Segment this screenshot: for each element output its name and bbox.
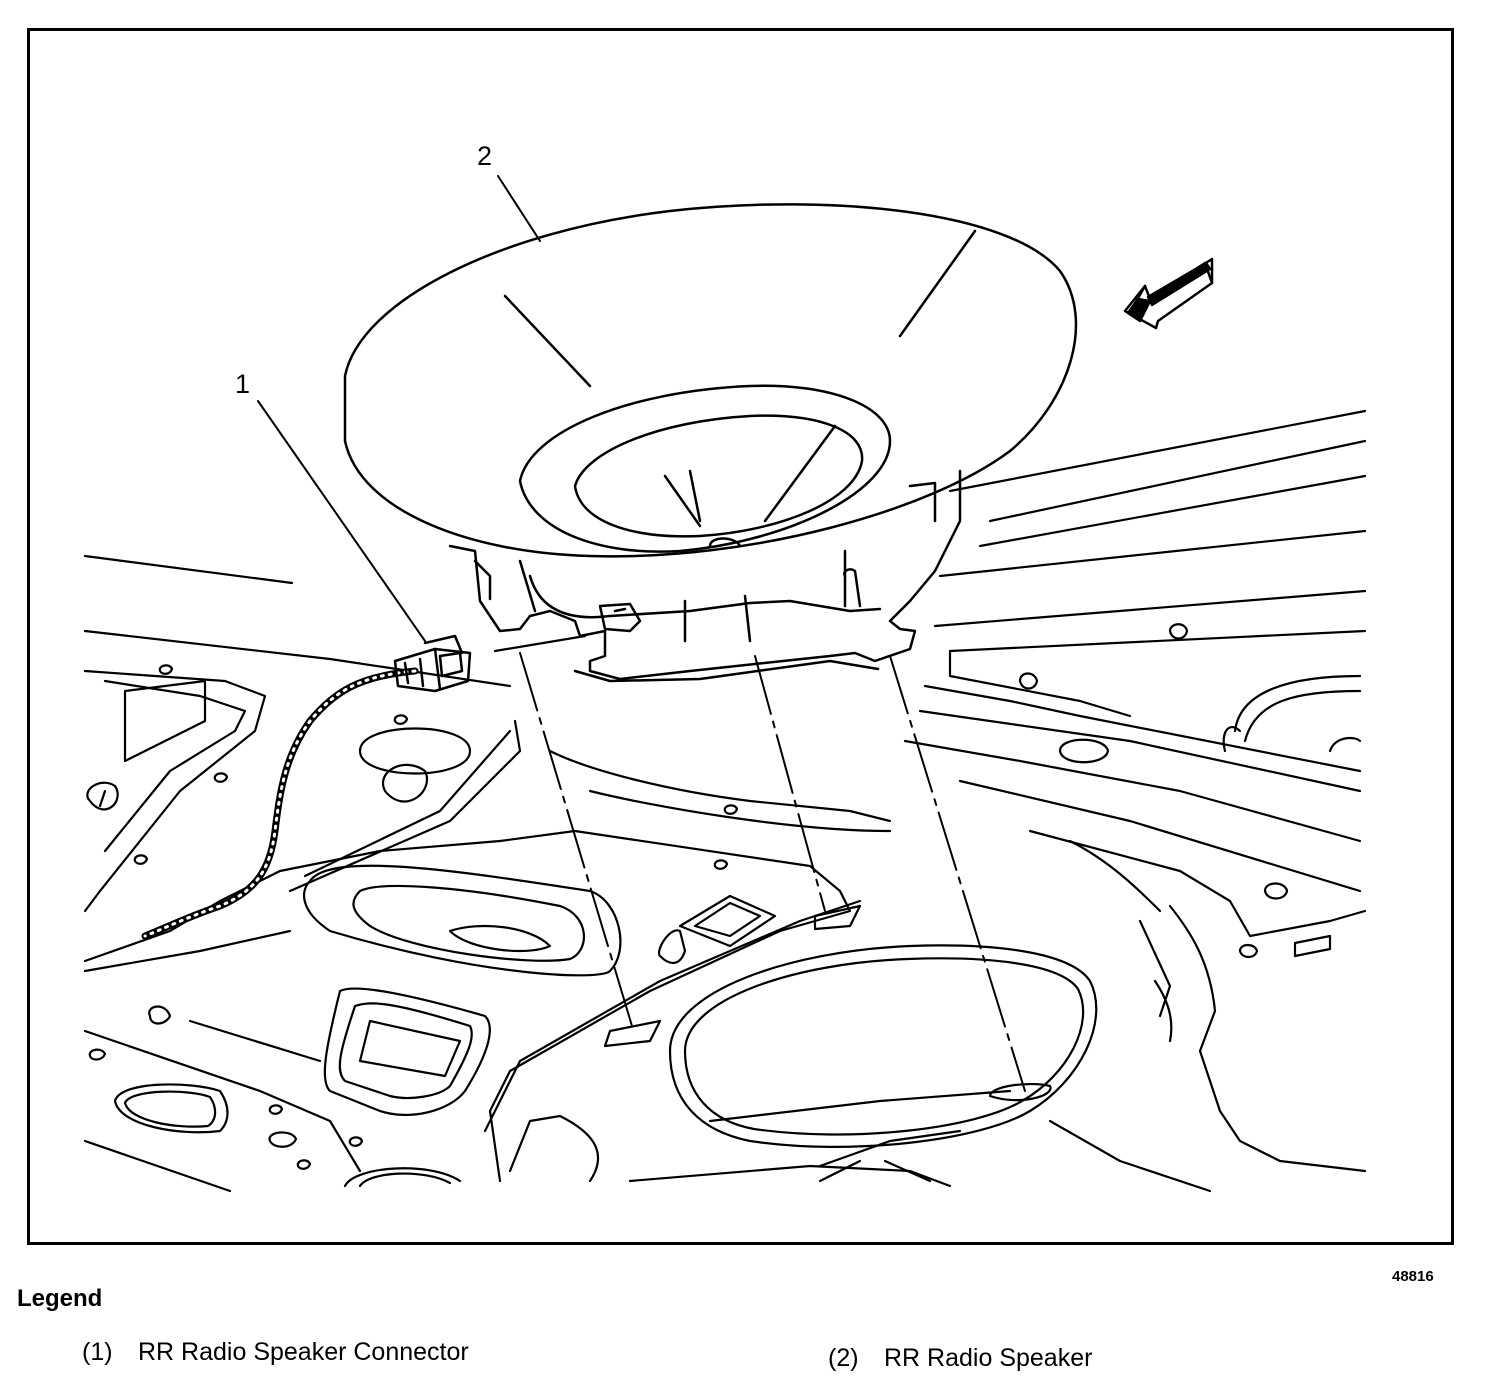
- radio-speaker: [343, 203, 1078, 683]
- legend-title: Legend: [17, 1285, 103, 1312]
- legend-item-number: (2): [828, 1344, 859, 1372]
- callout-label-2: 2: [477, 141, 493, 171]
- legend-item-text: RR Radio Speaker: [884, 1344, 1093, 1372]
- forward-direction-arrow-icon: [1123, 257, 1214, 330]
- speaker-installation-drawing: [83, 175, 1367, 1193]
- alignment-lines: [519, 652, 1026, 1092]
- legend-item-text: RR Radio Speaker Connector: [138, 1338, 469, 1366]
- rear-shelf-panel: [83, 409, 1367, 1193]
- legend-item-number: (1): [82, 1338, 113, 1366]
- legend-item-1: (1) RR Radio Speaker Connector: [82, 1338, 469, 1367]
- speaker-wiring-harness: [141, 634, 587, 940]
- callout-label-1: 1: [235, 369, 251, 399]
- callout-leaders: [257, 175, 541, 642]
- diagram-frame: 1 2: [27, 28, 1454, 1245]
- legend-item-2: (2) RR Radio Speaker: [828, 1344, 1092, 1373]
- radio-speaker-connector: [393, 634, 472, 693]
- figure-id: 48816: [1392, 1268, 1434, 1285]
